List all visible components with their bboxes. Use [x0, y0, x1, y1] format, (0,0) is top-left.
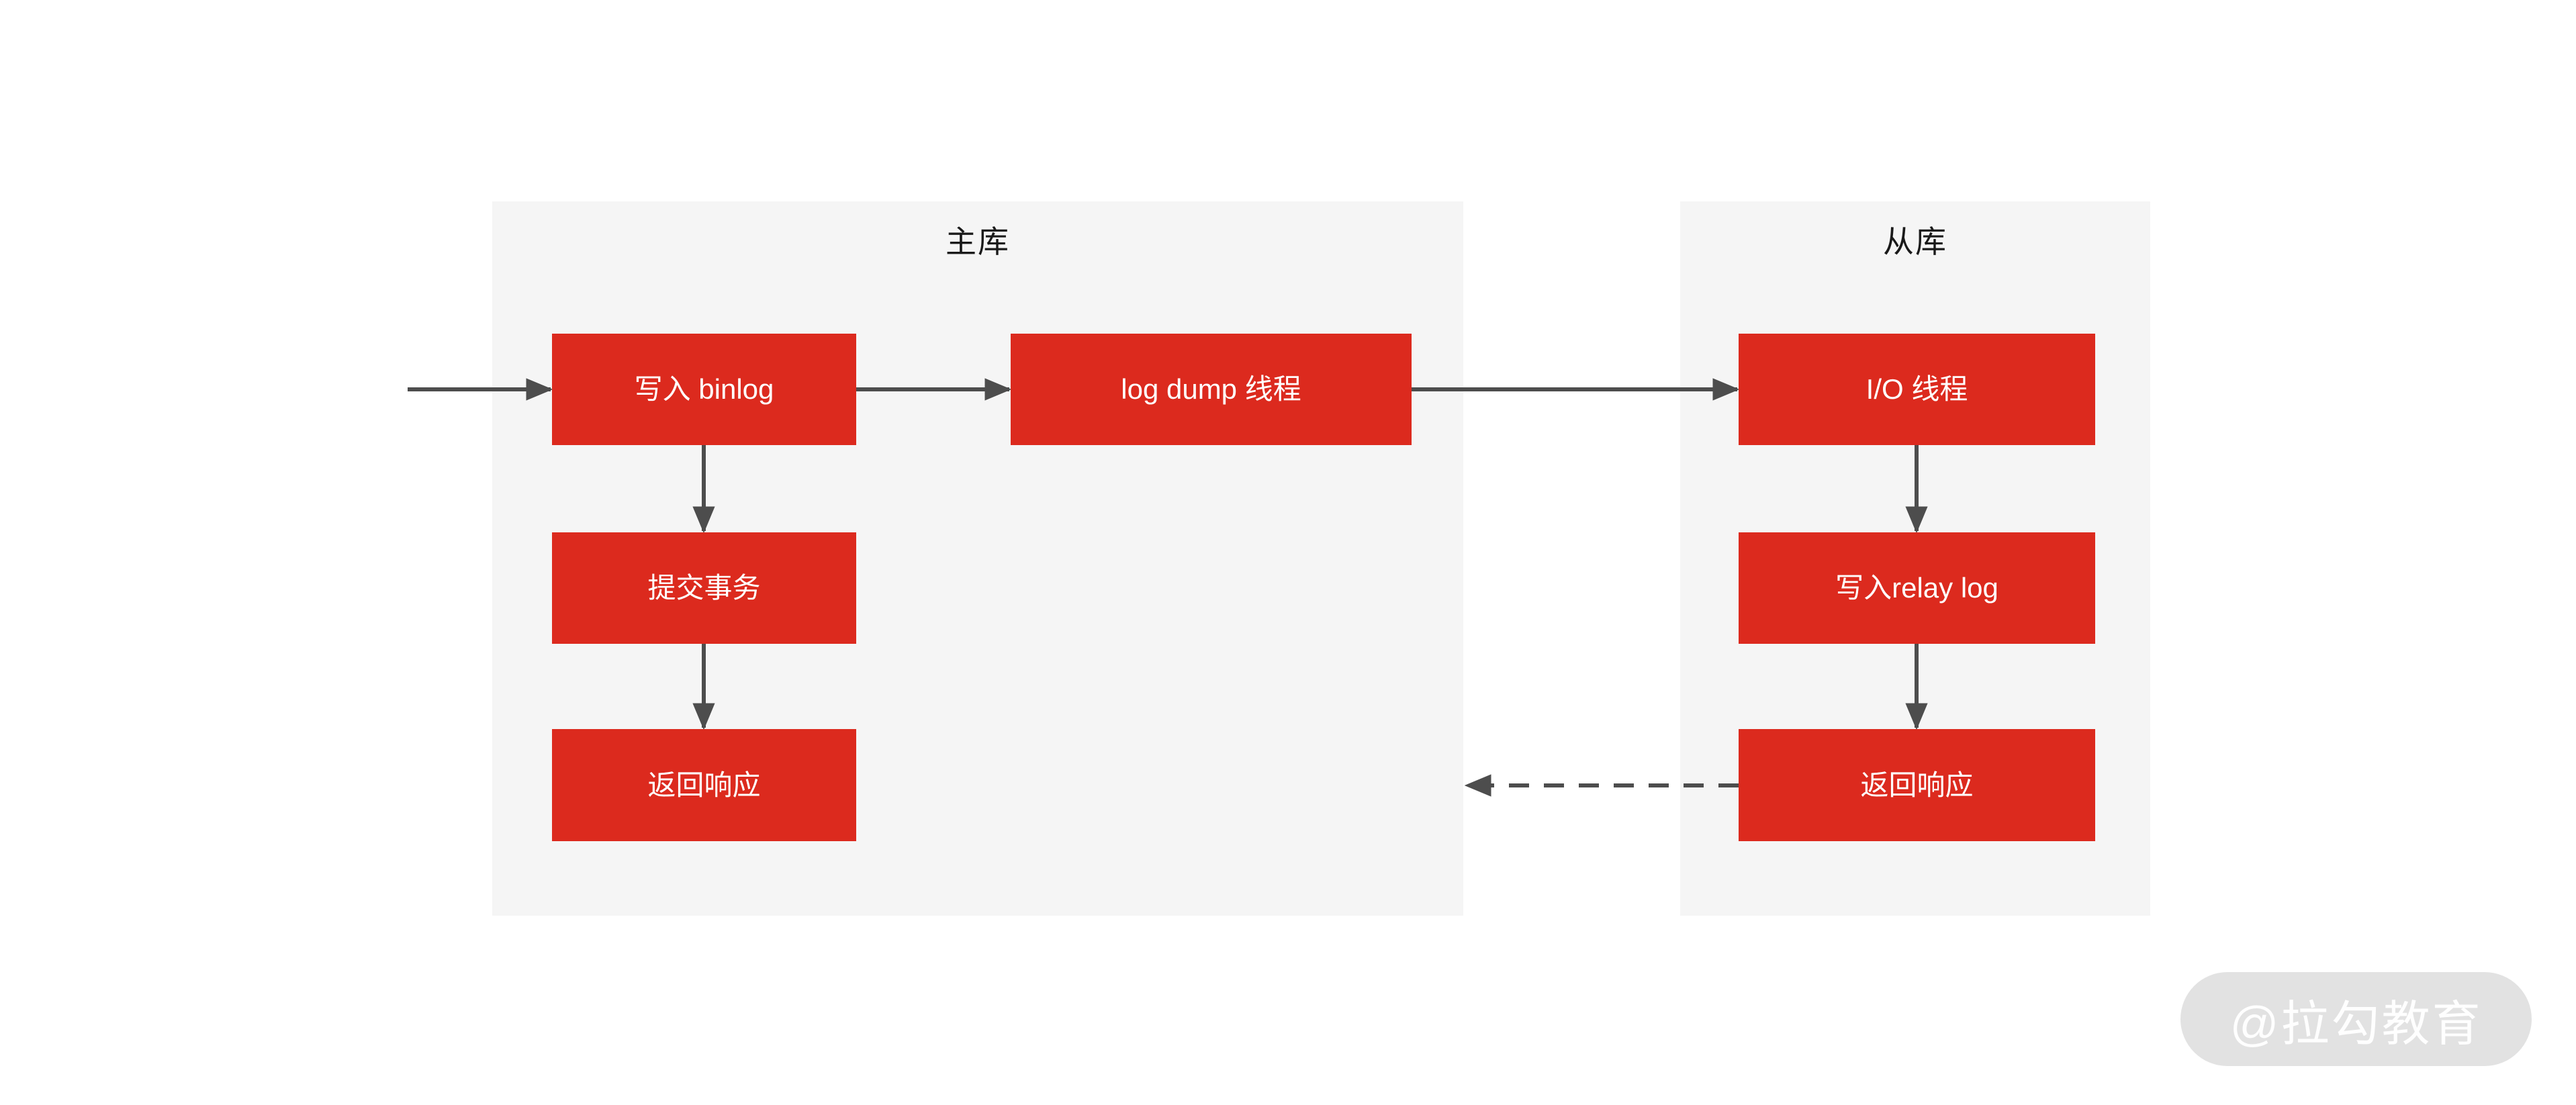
node-commit-transaction: 提交事务 [552, 532, 856, 644]
node-io-thread: I/O 线程 [1739, 334, 2095, 445]
node-write-binlog: 写入 binlog [552, 334, 856, 445]
watermark-badge: @拉勾教育 [2180, 972, 2532, 1066]
master-panel-title: 主库 [946, 224, 1010, 259]
node-log-dump-thread: log dump 线程 [1011, 334, 1412, 445]
node-slave-return-response: 返回响应 [1739, 729, 2095, 841]
node-write-relay-log: 写入relay log [1739, 532, 2095, 644]
slave-panel-title: 从库 [1883, 224, 1947, 259]
node-master-return-response: 返回响应 [552, 729, 856, 841]
watermark-text: @拉勾教育 [2229, 997, 2483, 1051]
